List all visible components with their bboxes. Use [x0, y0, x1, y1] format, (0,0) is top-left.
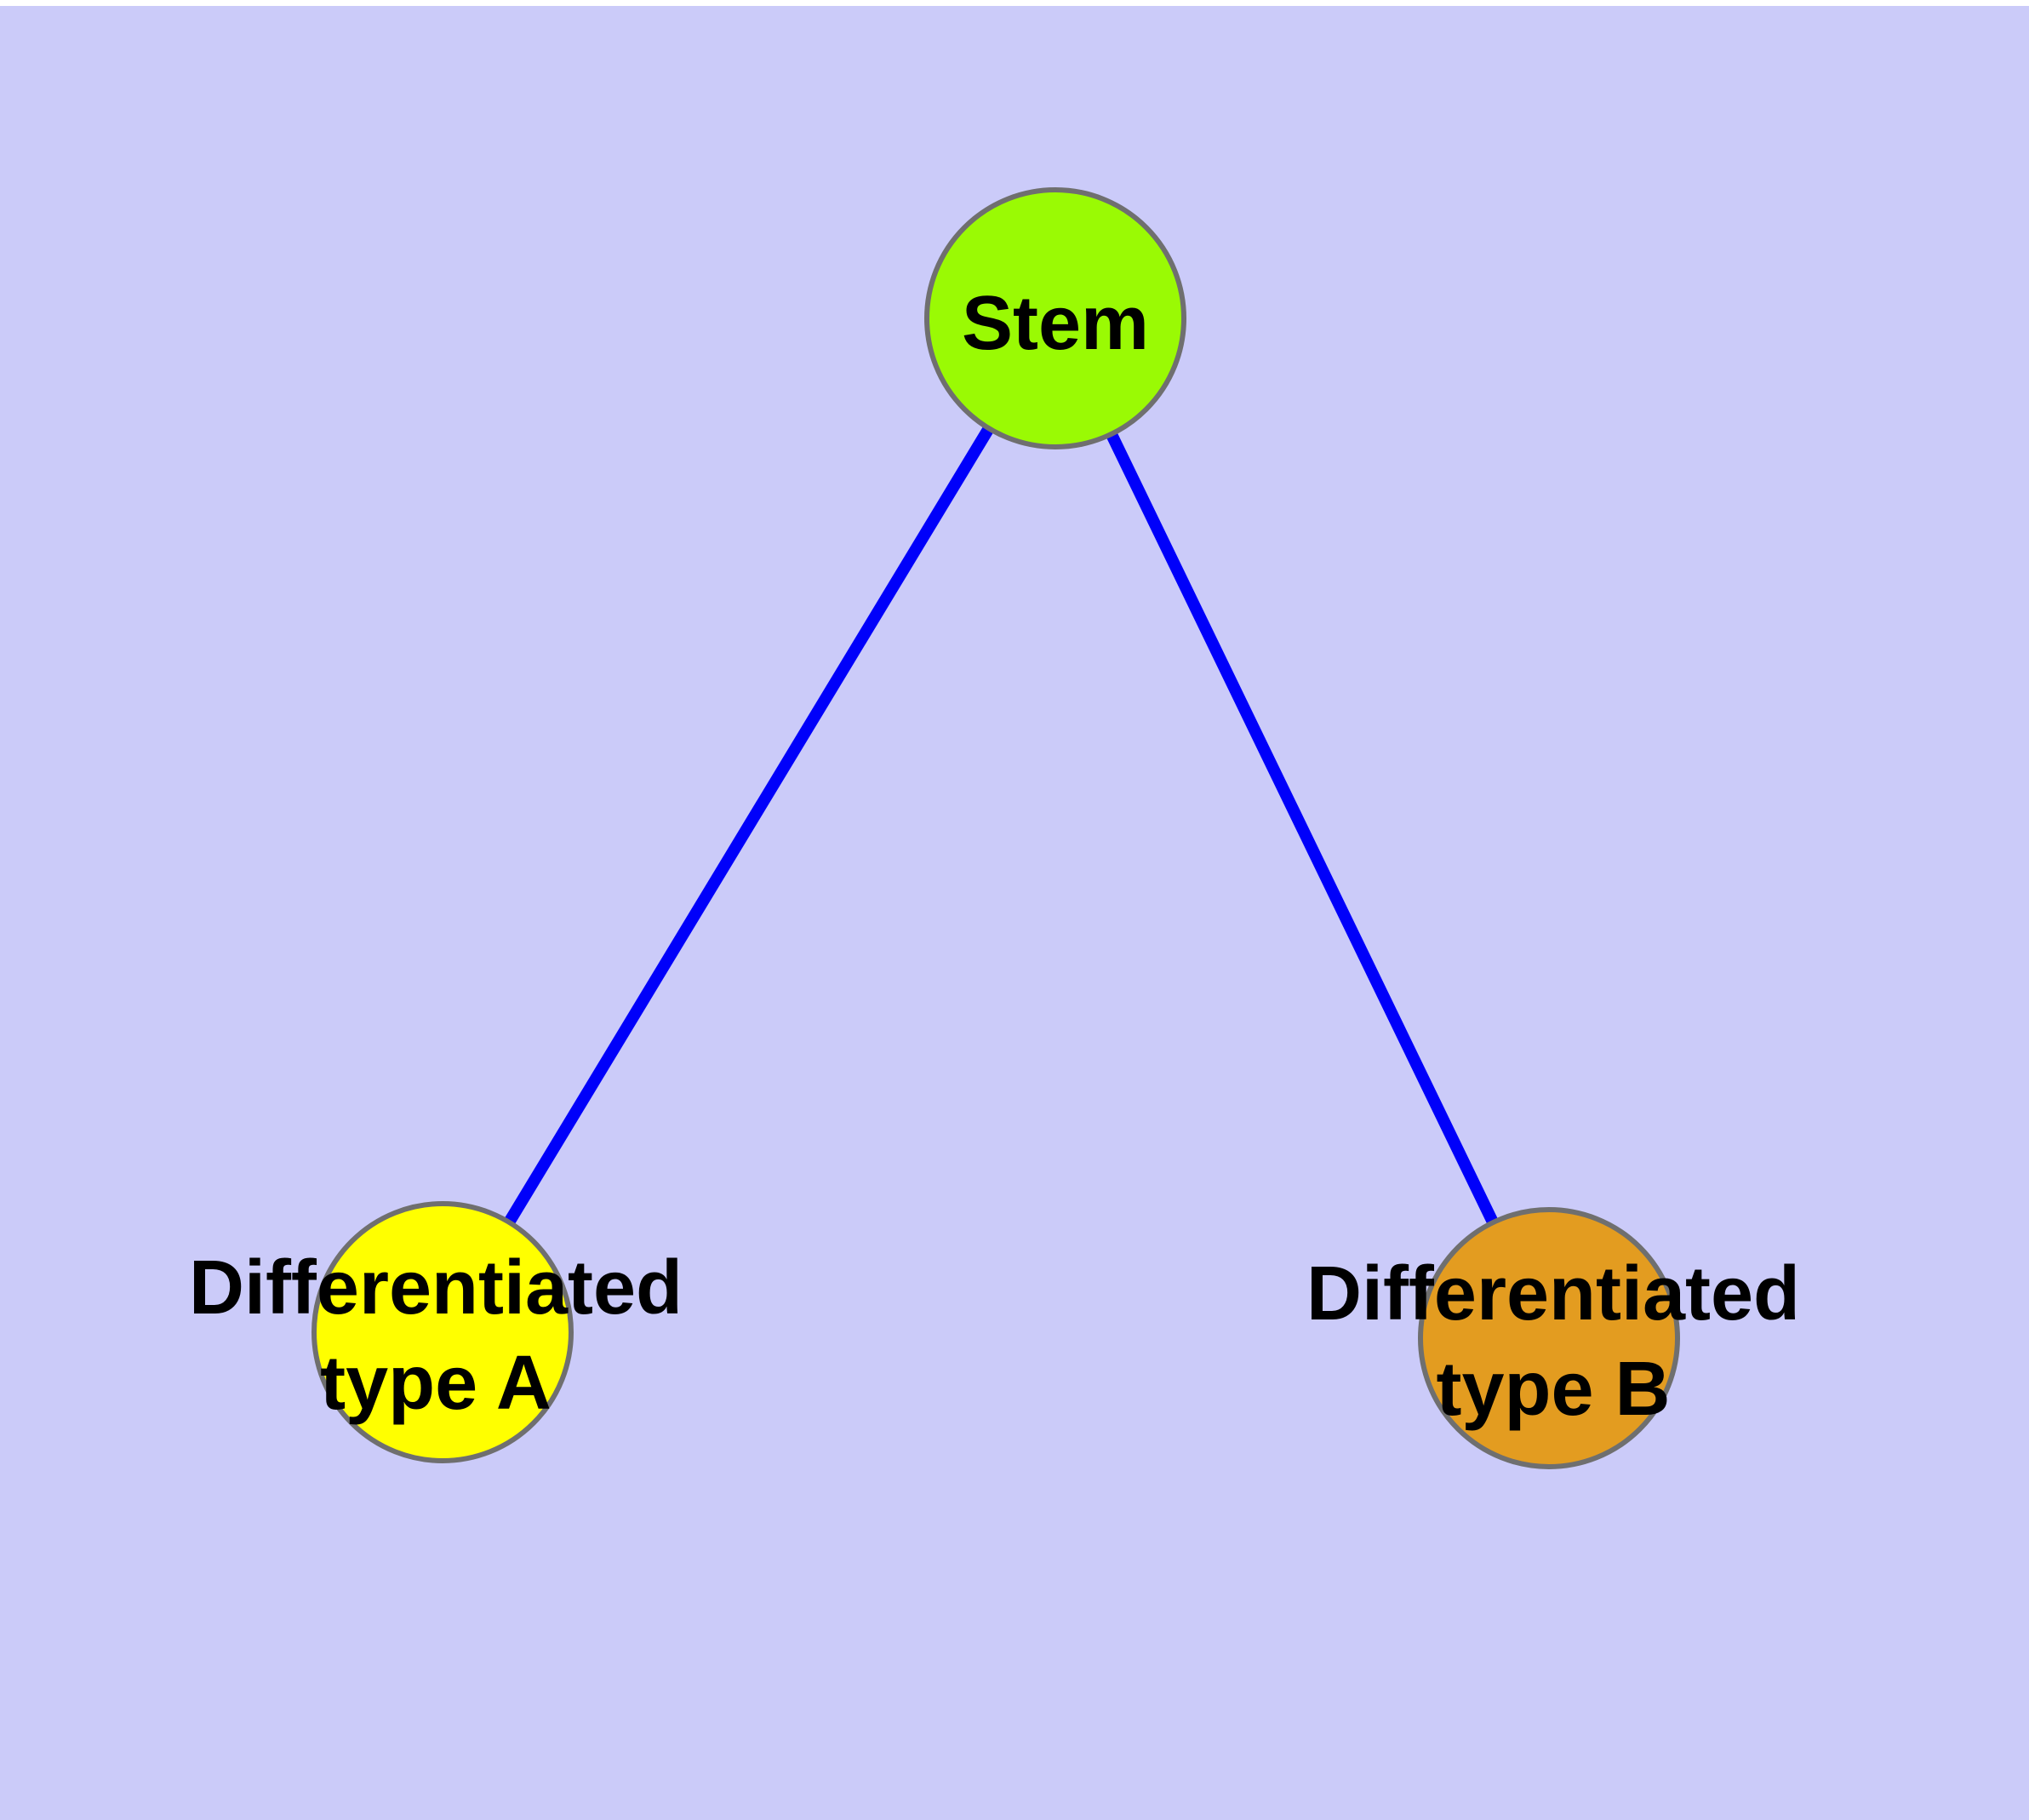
edge-group — [437, 315, 1555, 1342]
node-stem: Stem — [924, 187, 1186, 449]
node-type-b-label-line1: Differentiated — [1306, 1251, 1800, 1336]
node-type-b-label-line2: type B — [1436, 1347, 1670, 1432]
node-type-a-label-line2: type A — [320, 1341, 552, 1426]
node-type-b-circle — [1418, 1207, 1680, 1469]
node-type-a-label-line1: Differentiated — [189, 1245, 683, 1331]
node-type-a-circle — [311, 1201, 574, 1463]
edge-stem-to-type-a — [437, 315, 1060, 1336]
node-stem-label: Stem — [962, 281, 1149, 366]
node-stem-circle — [924, 187, 1186, 449]
node-type-b: Differentiated type B — [1306, 1207, 1800, 1469]
node-type-a: Differentiated type A — [189, 1201, 683, 1463]
edge-stem-to-type-b — [1049, 315, 1555, 1342]
